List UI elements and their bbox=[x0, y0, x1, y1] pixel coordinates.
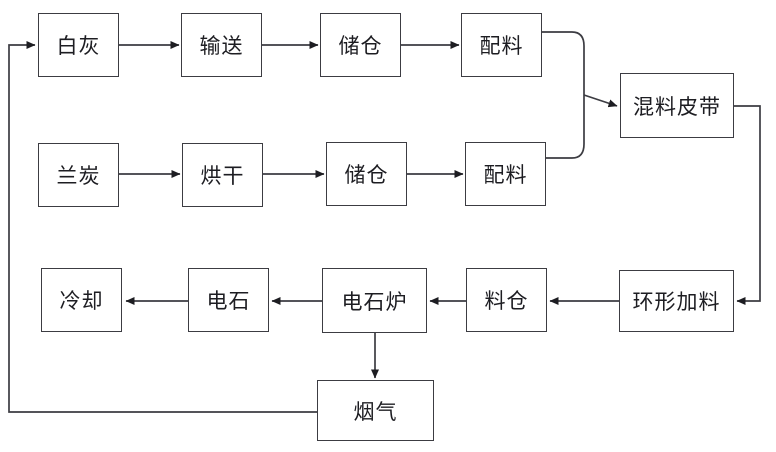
edge-yanqi-feedback-to-baihui bbox=[8, 41, 317, 413]
node-chucang-lower[interactable]: 储仓 bbox=[326, 142, 407, 206]
node-label: 储仓 bbox=[338, 34, 383, 58]
node-dianshi[interactable]: 电石 bbox=[188, 268, 269, 332]
node-huanxingjialiao[interactable]: 环形加料 bbox=[619, 270, 734, 332]
node-label: 配料 bbox=[479, 34, 524, 58]
node-label: 环形加料 bbox=[632, 290, 721, 314]
node-label: 输送 bbox=[199, 34, 244, 58]
edge-merge-to-hunliaopidai bbox=[583, 94, 618, 108]
node-honggan[interactable]: 烘干 bbox=[182, 143, 263, 207]
node-label: 料仓 bbox=[484, 289, 529, 313]
node-label: 混料皮带 bbox=[633, 94, 721, 119]
node-baihui[interactable]: 白灰 bbox=[38, 13, 119, 77]
node-label: 储仓 bbox=[344, 163, 389, 187]
node-peiliao-lower[interactable]: 配料 bbox=[465, 142, 546, 206]
node-lantan[interactable]: 兰炭 bbox=[38, 143, 119, 207]
node-yanqi[interactable]: 烟气 bbox=[317, 380, 434, 441]
node-label: 兰炭 bbox=[56, 164, 101, 188]
node-liaocang[interactable]: 料仓 bbox=[466, 268, 547, 332]
node-label: 烟气 bbox=[353, 399, 398, 424]
edge-peiliao2-merge-branch bbox=[546, 95, 585, 159]
edge-hunliaopidai-to-huanxingjialiao bbox=[734, 105, 761, 305]
node-label: 烘干 bbox=[200, 164, 245, 188]
node-dianshilu[interactable]: 电石炉 bbox=[322, 268, 427, 333]
node-label: 冷却 bbox=[59, 289, 104, 313]
node-label: 电石炉 bbox=[341, 289, 408, 314]
node-label: 电石 bbox=[206, 289, 251, 313]
node-hunliaopidai[interactable]: 混料皮带 bbox=[620, 73, 734, 138]
node-chucang-upper[interactable]: 储仓 bbox=[320, 13, 401, 77]
node-lengque[interactable]: 冷却 bbox=[41, 268, 122, 332]
node-peiliao-upper[interactable]: 配料 bbox=[461, 13, 542, 77]
node-shusong[interactable]: 输送 bbox=[181, 13, 262, 77]
node-label: 配料 bbox=[483, 163, 528, 187]
node-label: 白灰 bbox=[56, 34, 101, 58]
edge-peiliao1-merge-branch bbox=[542, 31, 585, 95]
